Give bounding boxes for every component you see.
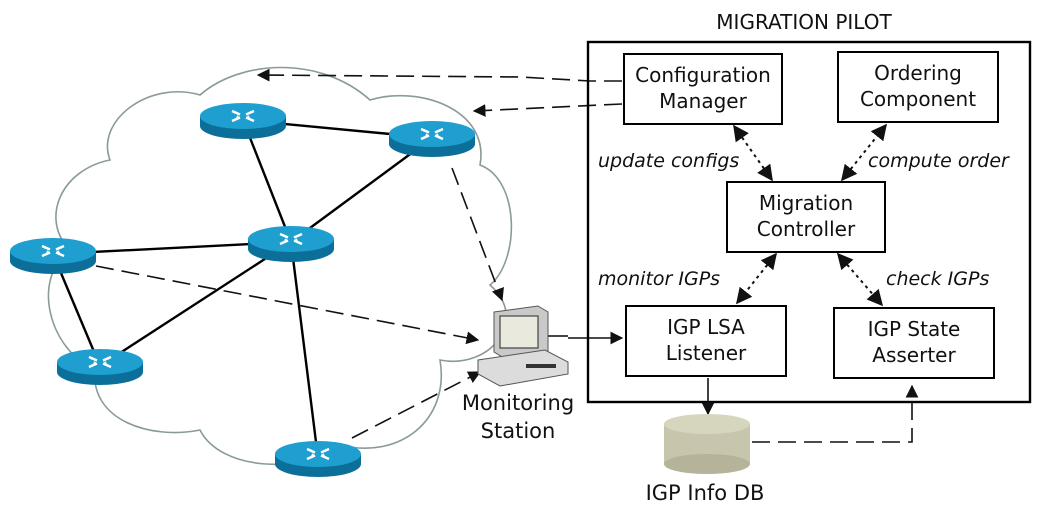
igp-state-asserter-line1: IGP State: [868, 317, 961, 341]
ordering-component-line1: Ordering: [874, 61, 962, 85]
router-6: [275, 441, 361, 477]
ordering-component-box: Ordering Component: [837, 51, 999, 123]
igp-state-asserter-box: IGP State Asserter: [833, 307, 995, 379]
link-r3-r6: [289, 241, 320, 459]
link-r1-r3: [241, 119, 293, 243]
compute-order-label: compute order: [868, 150, 1010, 172]
controller-ordering-arrow: [841, 123, 887, 182]
monitor-igps-label: monitor IGPs: [598, 268, 720, 290]
config-to-router1-dashed: [256, 68, 622, 82]
config-to-router2-dashed: [472, 103, 623, 117]
controller-listener-arrow: [736, 252, 777, 305]
monitoring-station-label-line1: Monitoring: [462, 391, 574, 415]
migration-controller-line2: Controller: [757, 217, 856, 241]
router2-to-station-dashed: [451, 167, 504, 302]
network-cloud: [47, 66, 513, 466]
igp-state-asserter-line2: Asserter: [872, 343, 956, 367]
igp-info-db-label: IGP Info DB: [646, 481, 765, 505]
router6-to-station-dashed: [351, 371, 482, 439]
db-to-asserter-dashed: [752, 384, 919, 443]
router-5: [57, 349, 143, 385]
igp-lsa-listener-line1: IGP LSA: [667, 315, 745, 339]
configuration-manager-line2: Manager: [659, 89, 747, 113]
migration-pilot-frame: [586, 40, 1032, 404]
igp-lsa-listener-line2: Listener: [666, 341, 747, 365]
router-1: [200, 103, 286, 139]
ordering-component-line2: Component: [860, 87, 976, 111]
link-r2-r3: [290, 137, 433, 243]
monitoring-station-label-line2: Station: [481, 419, 556, 443]
router-2: [389, 121, 475, 157]
monitoring-station-icon: [477, 305, 569, 387]
migration-controller-box: Migration Controller: [726, 181, 886, 253]
migration-controller-line1: Migration: [759, 191, 853, 215]
router-4: [10, 238, 96, 274]
check-igps-label: check IGPs: [886, 268, 989, 290]
router4-to-station-dashed: [95, 265, 480, 345]
update-configs-label: update configs: [598, 150, 739, 172]
router-3: [248, 226, 334, 262]
igp-info-db-icon: [664, 414, 750, 474]
configuration-manager-box: Configuration Manager: [623, 53, 783, 125]
configuration-manager-line1: Configuration: [635, 63, 771, 87]
link-r3-r5: [99, 240, 292, 368]
controller-asserter-arrow: [836, 252, 884, 307]
migration-pilot-title: MIGRATION PILOT: [716, 10, 892, 34]
igp-lsa-listener-box: IGP LSA Listener: [625, 305, 787, 377]
controller-config-arrow: [733, 124, 773, 182]
